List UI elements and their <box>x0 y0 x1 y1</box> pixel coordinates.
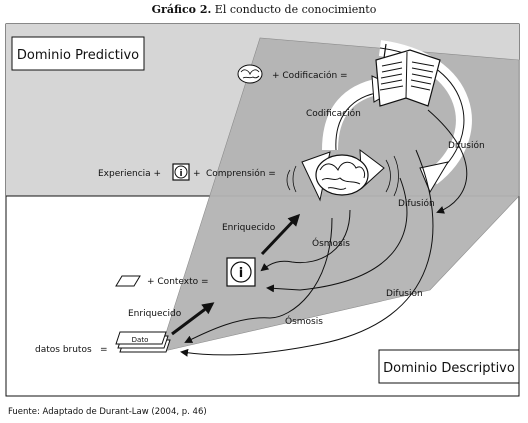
difusion-label-right: Difusión <box>448 140 485 151</box>
contexto-label: + Contexto = <box>147 277 209 287</box>
codificacion-rise-band <box>322 78 382 151</box>
osmosis-label-top: Ósmosis <box>312 237 350 249</box>
source-note: Fuente: Adaptado de Durant-Law (2004, p.… <box>8 407 207 417</box>
equals-sign: = <box>100 345 108 355</box>
context-parallelogram-icon <box>115 275 141 287</box>
descriptive-domain-box <box>378 349 520 384</box>
cycle-arrowhead-right <box>419 161 450 194</box>
svg-text:i: i <box>239 266 243 281</box>
dato-label: Dato <box>132 336 149 344</box>
figure-title: Gráfico 2. El conducto de conocimiento <box>152 3 377 16</box>
osmosis-label-low: Ósmosis <box>285 315 323 327</box>
osmosis-arrow-low <box>184 217 333 343</box>
difusion-label-mid: Difusión <box>398 198 435 209</box>
dato-cards-icon: Dato <box>115 331 171 353</box>
difusion-arrow-low <box>180 149 434 357</box>
brain-icon-large <box>286 148 399 202</box>
enriquecido-arrow-top <box>260 213 301 256</box>
experiencia-label: Experiencia + <box>98 169 161 179</box>
enriquecido-label-low: Enriquecido <box>128 309 182 319</box>
figure-caption: El conducto de conocimiento <box>211 3 376 16</box>
info-icon-small: i <box>172 163 190 181</box>
svg-text:i: i <box>179 169 182 179</box>
codificacion-label: Codificación <box>306 108 361 119</box>
figure-number: Gráfico 2. <box>152 3 212 16</box>
descriptive-domain-label: Dominio Descriptivo <box>383 361 515 376</box>
enriquecido-label-top: Enriquecido <box>222 223 276 233</box>
difusion-label-low: Difusión <box>386 288 423 299</box>
difusion-arrow-mid <box>266 177 408 293</box>
enriquecido-arrow-low <box>171 302 215 336</box>
brain-icon-small <box>237 64 263 84</box>
datos-brutos-label: datos brutos <box>35 345 92 355</box>
book-icon <box>375 43 441 107</box>
info-icon-large: i <box>226 257 256 287</box>
comprension-label: Comprensión = <box>206 168 276 179</box>
osmosis-arrow-top <box>260 209 351 272</box>
predictive-domain-box <box>11 36 145 71</box>
plus-sign: + <box>193 169 201 179</box>
codificacion-equation-label: + Codificación = <box>272 70 348 81</box>
predictive-domain-label: Dominio Predictivo <box>17 48 139 63</box>
difusion-arrow-right <box>427 109 468 214</box>
